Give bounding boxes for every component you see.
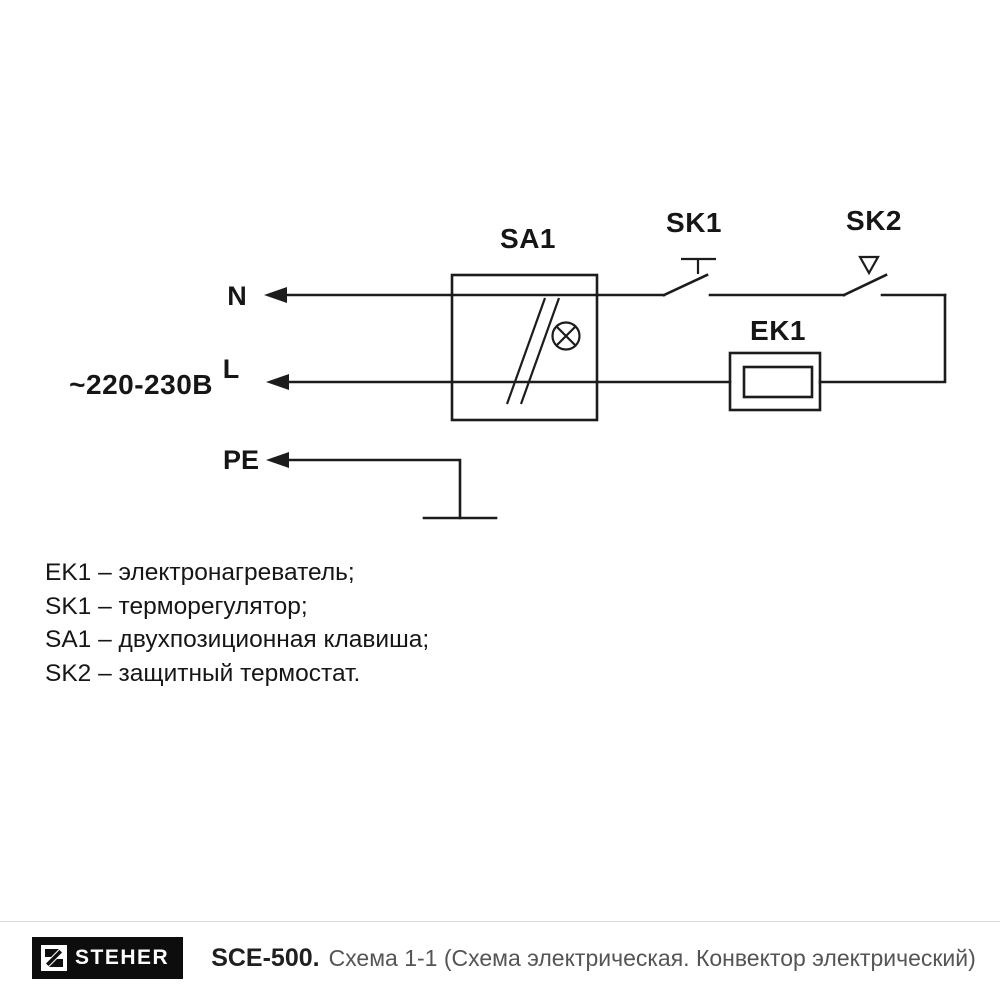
label-sk2: SK2 [846, 205, 902, 236]
circuit-svg: SA1 SK1 SK2 EK1 N L PE ~220-230В [69, 205, 947, 520]
circuit-diagram: SA1 SK1 SK2 EK1 N L PE ~220-230В [69, 205, 947, 520]
steher-logo-icon [41, 945, 67, 971]
footer-caption: SCE-500. Схема 1-1 (Схема электрическая.… [211, 944, 976, 973]
legend: EK1 – электронагреватель; SK1 – терморег… [45, 556, 429, 690]
wire-l [266, 374, 732, 390]
footer-divider [0, 921, 1000, 922]
legend-item-sk1: SK1 – терморегулятор; [45, 592, 308, 620]
label-sk1: SK1 [666, 207, 722, 238]
label-l: L [223, 354, 240, 384]
model-number: SCE-500. [211, 943, 320, 972]
arrow-pe-icon [266, 452, 289, 468]
steher-logo-text: STEHER [75, 946, 170, 969]
legend-item-sk2: SK2 – защитный термостат. [45, 659, 361, 687]
legend-item-ek1: EK1 – электронагреватель; [45, 559, 355, 586]
label-voltage: ~220-230В [69, 369, 213, 400]
ek1-heater-symbol [728, 351, 822, 412]
lamp-icon [551, 321, 581, 351]
footer: STEHER SCE-500. Схема 1-1 (Схема электри… [32, 936, 980, 980]
legend-item-sa1: SA1 – двухпозиционная клавиша; [45, 626, 430, 653]
wire-pe [266, 452, 498, 520]
steher-logo: STEHER [32, 937, 184, 979]
wire-n [264, 287, 454, 303]
label-ek1: EK1 [750, 315, 806, 346]
caption-text: Схема 1-1 (Схема электрическая. Конвекто… [328, 944, 976, 971]
sa1-switch-symbol [450, 273, 599, 422]
label-sa1: SA1 [500, 223, 556, 254]
label-n: N [227, 281, 247, 311]
wire-sk2-ek1 [818, 293, 947, 384]
arrow-n-icon [264, 287, 287, 303]
sk2-contact-symbol [842, 255, 947, 297]
thermostat-triangle-icon [858, 255, 880, 276]
label-pe: PE [223, 445, 259, 475]
sk1-contact-symbol [662, 257, 846, 297]
arrow-l-icon [266, 374, 289, 390]
